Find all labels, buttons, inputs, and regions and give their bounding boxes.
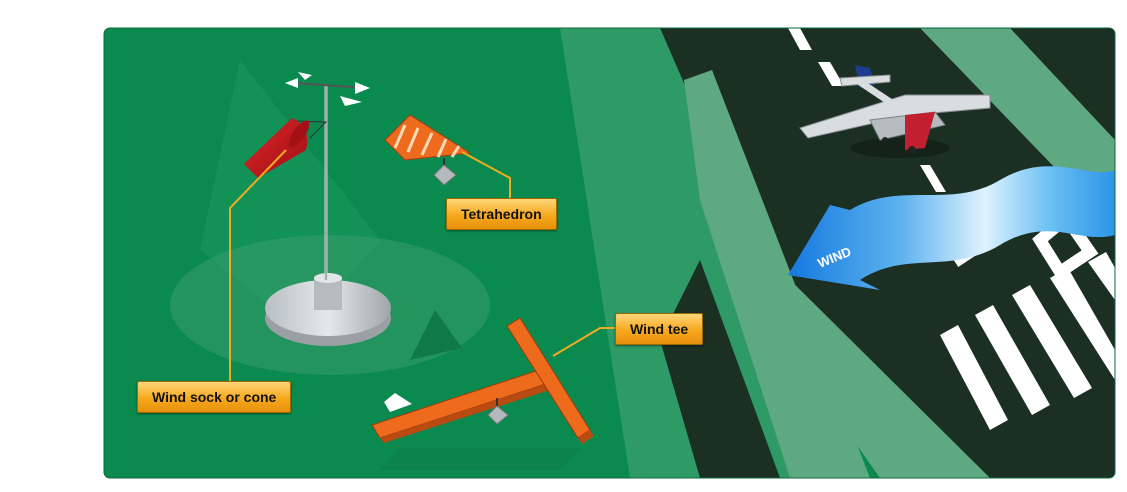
wind-sock-assembly bbox=[244, 72, 391, 346]
wind-arrow bbox=[788, 166, 1115, 290]
grass-strip-3 bbox=[720, 250, 990, 478]
wind-tee-label: Wind tee bbox=[615, 313, 704, 345]
threshold-bars bbox=[940, 252, 1115, 430]
wind-tee bbox=[371, 317, 594, 470]
runway-centerline bbox=[788, 28, 946, 192]
airplane bbox=[799, 65, 991, 158]
callout-leaders bbox=[229, 149, 615, 381]
illustration-frame bbox=[103, 27, 1116, 479]
shadow-triangle bbox=[410, 310, 462, 360]
wind-sock-label: Wind sock or cone bbox=[137, 381, 292, 413]
tetrahedron bbox=[384, 114, 472, 186]
wind-sock bbox=[244, 118, 308, 178]
tetrahedron-label: Tetrahedron bbox=[446, 198, 557, 230]
